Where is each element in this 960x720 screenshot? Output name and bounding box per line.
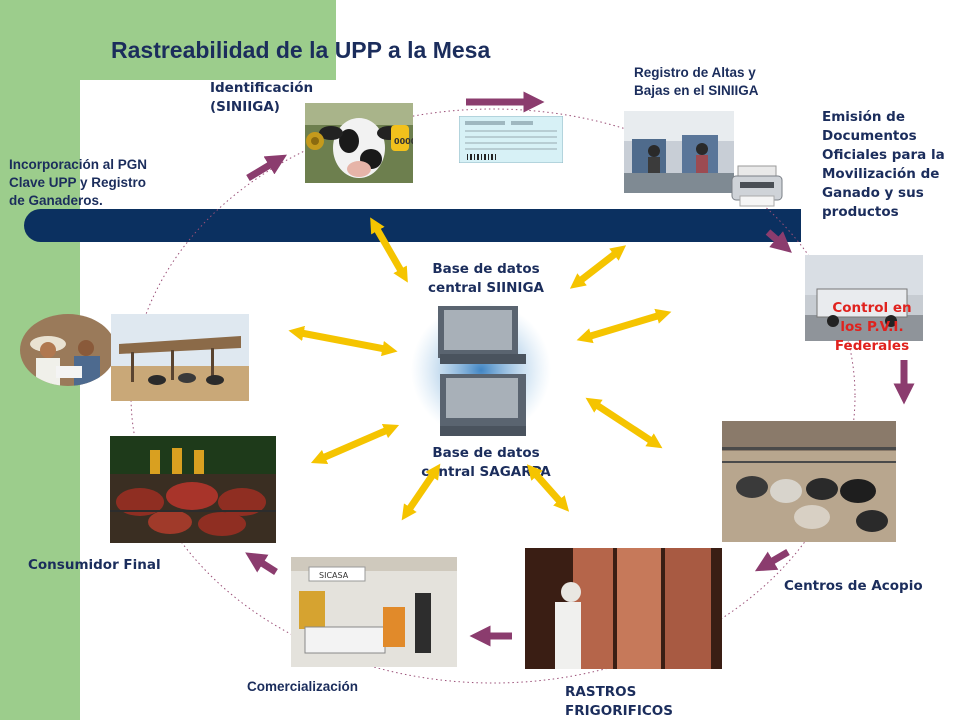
livestock-shed-photo [111,314,249,401]
flow-arrow-5 [754,548,790,572]
label-identificacion: Identificación (SINIIGA) [210,80,314,115]
ranchers-photo [20,314,116,386]
label-comercializacion: Comercialización [247,679,359,694]
ear-tag-number: 0000 [394,137,413,146]
label-registro: Registro de Altas y Bajas en el SINIIGA [634,65,759,98]
navy-header-bar [24,209,801,242]
cattle-corral-photo [722,421,896,542]
flow-arrow-1 [246,154,288,182]
sync-arrow-8 [526,464,570,512]
top-green-band [80,0,336,80]
sync-arrow-5 [585,397,663,449]
sync-arrow-7 [401,463,441,521]
flow-arrow-3 [765,229,792,253]
sync-arrow-3 [288,325,398,357]
booth-sign: SICASA [319,571,349,580]
label-centros: Centros de Acopio [784,578,923,594]
printer-icon [730,164,784,210]
slaughterhouse-photo [525,548,722,669]
grilled-meat-photo [110,436,276,543]
slide-title: Rastreabilidad de la UPP a la Mesa [111,37,491,63]
label-base-siiniga: Base de datos central SIINIGA [428,261,544,296]
flow-arrow-7 [245,552,278,575]
label-base-sagarpa: Base de datos central SAGARPA [421,445,551,480]
sync-arrow-1 [370,217,408,283]
sync-arrow-2 [569,245,627,289]
sync-arrow-4 [576,308,672,344]
truck-checkpoint-photo [805,255,923,341]
calf-ear-tag-photo: 0000 [305,103,413,183]
central-server-image [410,300,552,440]
label-control: Control en los P.V.I. Federales [832,300,912,354]
label-rastros: RASTROS FRIGORIFICOS [565,684,673,719]
sync-arrow-6 [310,423,400,465]
registration-document [459,116,563,163]
office-photo [624,111,734,193]
label-consumidor: Consumidor Final [28,557,161,573]
label-emision: Emisión de Documentos Oficiales para la … [822,109,945,220]
retail-booth-photo: SICASA [291,557,457,667]
label-incorporacion: Incorporación al PGN Clave UPP y Registr… [9,157,148,208]
